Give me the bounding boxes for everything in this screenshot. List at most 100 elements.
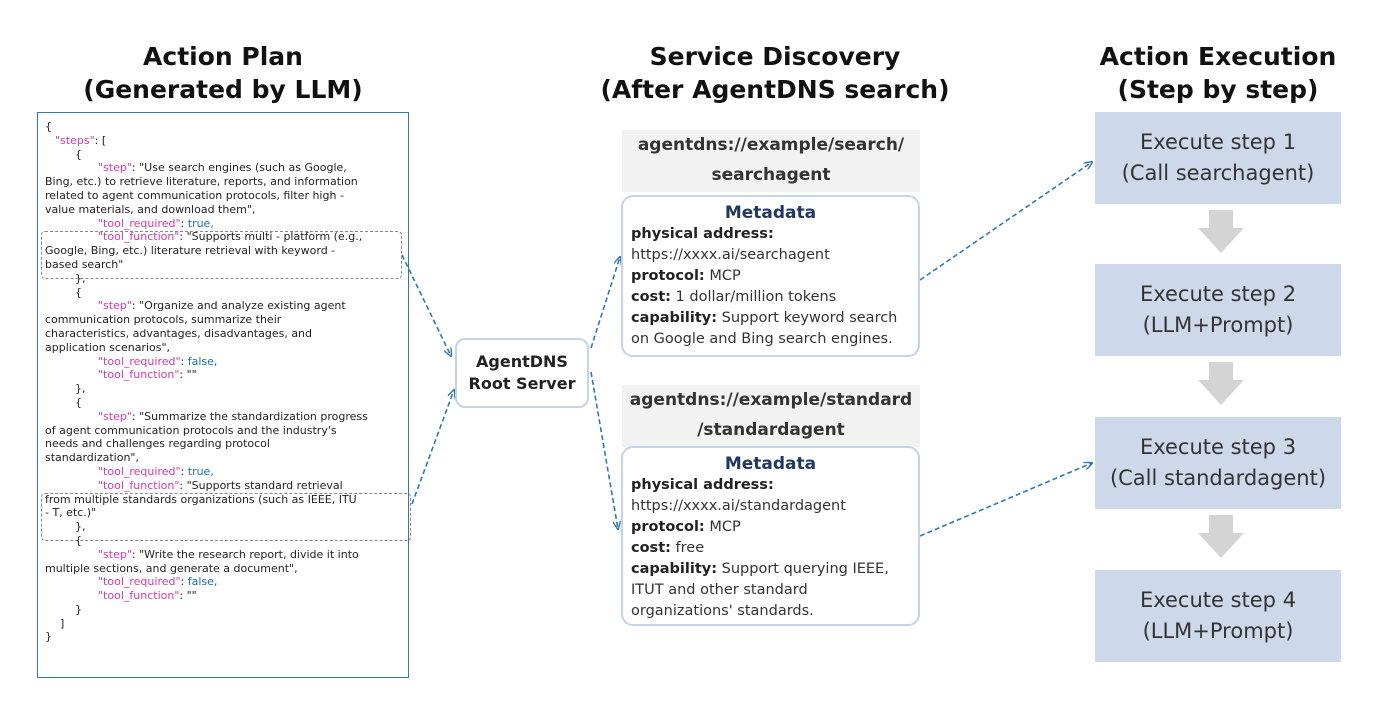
discovery-heading-line1: Service Discovery (649, 42, 901, 71)
code-line: from multiple standards organizations (s… (45, 492, 357, 506)
json-key: "step" (98, 547, 132, 561)
json-bool: true, (187, 216, 214, 230)
step-flow-arrows (1198, 210, 1244, 558)
code-line: "tool_function": "" (45, 589, 368, 603)
capability-value-cont: organizations' standards. (631, 603, 814, 619)
arrow-root-to-standardagent (590, 371, 618, 529)
arrow-plan-step3-to-root (411, 390, 454, 505)
down-arrow-icon (1198, 362, 1244, 405)
capability-value: Support querying IEEE, (717, 561, 889, 577)
capability-label: capability: (631, 561, 718, 577)
json-key: "tool_required" (98, 575, 181, 589)
cost-value: 1 dollar/million tokens (670, 289, 837, 305)
plan-heading-line1: Action Plan (143, 42, 303, 71)
code-line: "tool_function": "" (45, 368, 368, 382)
capability-label: capability: (631, 310, 718, 326)
plan-code: { "steps": [ { "step": "Use search engin… (45, 120, 368, 644)
capability-value: Support keyword search (717, 310, 898, 326)
code-line: value materials, and download them", (45, 202, 256, 216)
json-key: "tool_function" (98, 230, 180, 244)
code-line: Google, Bing, etc.) literature retrieval… (45, 244, 336, 258)
json-key: "tool_function" (98, 368, 180, 382)
code-text: : "" (179, 368, 197, 382)
code-line: "tool_required": true, (45, 465, 368, 479)
cost-label: cost: (631, 540, 671, 556)
execution-heading: Action Execution (Step by step) (1080, 40, 1356, 106)
code-text: : (180, 464, 188, 478)
standardagent-metadata-card: Metadata physical address: https://xxxx.… (621, 446, 920, 626)
metadata-title: Metadata (724, 203, 817, 223)
physical-address-label: physical address: (631, 226, 774, 242)
code-line: { (45, 120, 52, 133)
code-line: { (75, 147, 82, 161)
code-line: needs and challenges regarding protocol (45, 437, 270, 451)
root-server-line2: Root Server (468, 374, 576, 393)
code-text: : "Supports standard retrieval (179, 478, 343, 492)
metadata-title: Metadata (724, 454, 817, 474)
code-line: { (75, 533, 82, 547)
code-line: }, (75, 520, 86, 534)
code-line: "step": "Summarize the standardization p… (45, 410, 368, 424)
code-line: - T, etc.)" (45, 506, 97, 520)
step-title: Execute step 2 (1139, 282, 1297, 306)
tool-function-highlight-1 (41, 231, 402, 279)
cost-row: cost: free (631, 538, 910, 559)
code-line: { (75, 395, 82, 409)
code-line: }, (75, 271, 86, 285)
code-text: : "" (179, 589, 197, 603)
agentdns-root-server: AgentDNS Root Server (455, 338, 589, 408)
code-line: Bing, etc.) to retrieve literature, repo… (45, 175, 358, 189)
arrow-root-to-searchagent (590, 257, 620, 349)
json-key: "steps" (55, 133, 95, 147)
down-arrow-icon (1198, 210, 1244, 253)
json-key: "tool_function" (98, 478, 180, 492)
code-line: related to agent communication protocols… (45, 188, 344, 202)
execute-step-2: Execute step 2 (LLM+Prompt) (1095, 264, 1341, 356)
address-line: searchagent (711, 165, 831, 185)
step-detail: (LLM+Prompt) (1142, 313, 1294, 337)
address-line: agentdns://example/standard (629, 390, 913, 410)
plan-heading: Action Plan (Generated by LLM) (38, 40, 408, 106)
code-text: : "Use search engines (such as Google, (131, 161, 347, 175)
physical-address-value: https://xxxx.ai/standardagent (631, 498, 846, 514)
code-line: "step": "Use search engines (such as Goo… (45, 161, 368, 175)
searchagent-metadata-card: Metadata physical address: https://xxxx.… (621, 195, 920, 357)
code-text: : "Write the research report, divide it … (131, 547, 359, 561)
down-arrow-icon (1198, 515, 1244, 558)
capability-row: capability: Support keyword search (631, 308, 910, 329)
json-bool: false, (187, 354, 218, 368)
json-key: "step" (98, 161, 132, 175)
code-line: "step": "Write the research report, divi… (45, 548, 368, 562)
code-line: characteristics, advantages, disadvantag… (45, 326, 313, 340)
protocol-value: MCP (704, 268, 741, 284)
arrow-plan-step1-to-root (401, 254, 451, 356)
tool-function-highlight-2 (41, 493, 411, 541)
protocol-value: MCP (704, 519, 741, 535)
code-line: "tool_required": false, (45, 575, 368, 589)
json-key: "tool_required" (98, 216, 181, 230)
arrow-searchagent-to-step1 (919, 162, 1092, 281)
json-key: "tool_required" (98, 354, 181, 368)
physical-address-value: https://xxxx.ai/searchagent (631, 247, 830, 263)
code-text: : [ (94, 133, 107, 147)
json-key: "step" (98, 299, 132, 313)
address-line: agentdns://example/search/ (637, 135, 905, 155)
cost-row: cost: 1 dollar/million tokens (631, 287, 910, 308)
code-text: : "Summarize the standardization progres… (131, 409, 368, 423)
json-key: "tool_required" (98, 464, 181, 478)
code-line: standardization", (45, 451, 139, 465)
step-detail: (LLM+Prompt) (1142, 619, 1294, 643)
code-line: ] (60, 616, 65, 630)
code-line: }, (75, 382, 86, 396)
code-text: : (180, 575, 188, 589)
code-line: "steps": [ (45, 134, 368, 148)
code-text: : (180, 354, 188, 368)
code-text: : "Organize and analyze existing agent (131, 299, 346, 313)
discovery-heading-line2: (After AgentDNS search) (600, 75, 950, 104)
json-key: "step" (98, 409, 132, 423)
code-line: "tool_required": true, (45, 217, 368, 231)
capability-value-cont: on Google and Bing search engines. (631, 331, 893, 347)
step-title: Execute step 4 (1139, 588, 1297, 612)
execute-step-3: Execute step 3 (Call standardagent) (1095, 417, 1341, 509)
